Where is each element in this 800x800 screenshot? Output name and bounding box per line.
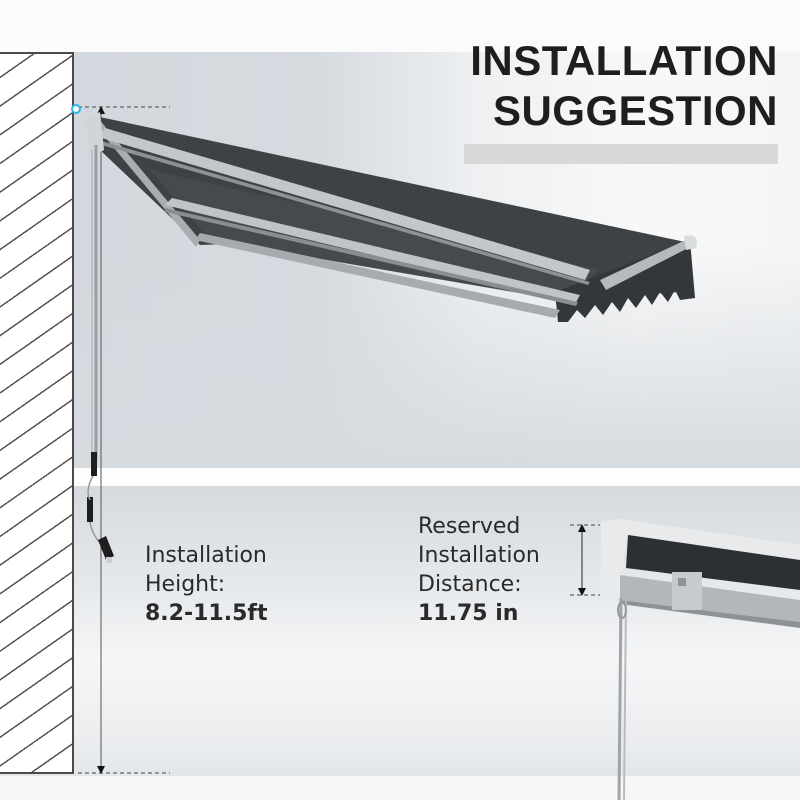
reserved-distance-line-1: Reserved — [418, 514, 521, 539]
page-title: INSTALLATION SUGGESTION — [470, 36, 778, 136]
reserved-distance-dimension-icon — [570, 524, 600, 596]
installation-height-value-text: 8.2-11.5ft — [145, 601, 268, 626]
cassette-closeup-icon — [601, 519, 800, 800]
title-line-2: SUGGESTION — [492, 87, 778, 134]
reserved-distance-line-3: Distance: — [418, 572, 522, 597]
background-divider-band — [0, 468, 800, 486]
wall-hatched — [0, 52, 74, 774]
reserved-distance-value-text: 11.75 in — [418, 601, 519, 626]
reserved-distance-line-2: Installation — [418, 543, 540, 568]
reserved-distance-label: Reserved Installation Distance: 11.75 in — [418, 512, 540, 628]
mount-point-marker-icon — [71, 104, 81, 114]
title-line-1: INSTALLATION — [470, 37, 778, 84]
installation-height-value: 8.2-11.5ft — [145, 599, 267, 628]
installation-height-line-1: Installation — [145, 543, 267, 568]
awning-icon — [85, 112, 697, 322]
power-plug-icon — [98, 536, 114, 563]
reserved-distance-value: 11.75 in — [418, 599, 540, 628]
background-floor — [0, 776, 800, 800]
title-underline — [464, 144, 778, 164]
crank-rod-icon — [87, 145, 103, 546]
height-dimension-icon — [78, 106, 170, 774]
installation-height-label: Installation Height: 8.2-11.5ft — [145, 541, 267, 628]
installation-height-line-2: Height: — [145, 572, 226, 597]
